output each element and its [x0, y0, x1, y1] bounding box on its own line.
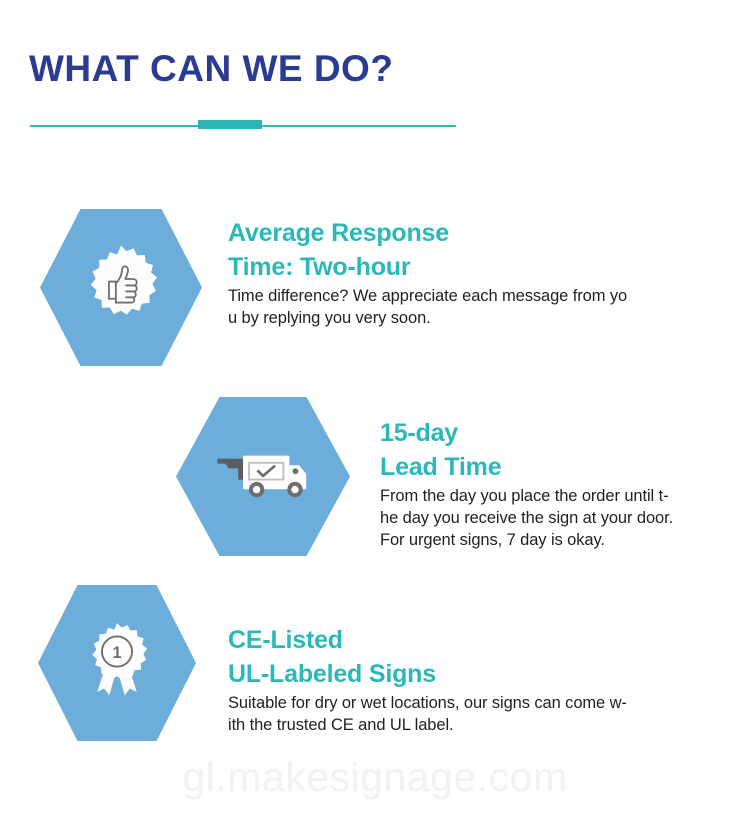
feature-text-1: Average Response Time: Two-hour Time dif… — [228, 216, 728, 330]
feature-text-3: CE-Listed UL-Labeled Signs Suitable for … — [228, 623, 738, 737]
feature-body-3-line1: Suitable for dry or wet locations, our s… — [228, 694, 627, 712]
page-title: WHAT CAN WE DO? — [29, 48, 394, 89]
feature-heading-3-line2: UL-Labeled Signs — [228, 660, 436, 688]
feature-heading-3-line1: CE-Listed — [228, 626, 343, 654]
title-divider-accent — [198, 120, 262, 129]
feature-body-1-line1: Time difference? We appreciate each mess… — [228, 287, 628, 305]
feature-hexagon-2 — [176, 397, 350, 556]
feature-hexagon-3: 1 — [38, 585, 196, 741]
site-watermark: gl.makesignage.com — [182, 754, 568, 800]
feature-body-2-line3: For urgent signs, 7 day is okay. — [380, 530, 605, 549]
feature-heading-2-line2: Lead Time — [380, 453, 502, 481]
feature-body-2-line2: he day you receive the sign at your door… — [380, 508, 674, 527]
feature-heading-1-line2: Time: Two-hour — [228, 253, 411, 281]
feature-body-3-line2: ith the trusted CE and UL label. — [228, 715, 454, 734]
feature-hexagon-1 — [40, 209, 202, 366]
award-ribbon-icon: 1 — [77, 618, 157, 709]
delivery-truck-icon — [211, 438, 315, 515]
svg-text:1: 1 — [112, 643, 121, 661]
feature-body-1-line2: u by replying you very soon. — [228, 308, 431, 327]
thumbs-up-badge-icon — [78, 242, 164, 333]
feature-text-2: 15-day Lead Time From the day you place … — [380, 416, 750, 552]
feature-heading-2-line1: 15-day — [380, 419, 459, 447]
feature-body-2-line1: From the day you place the order until t… — [380, 487, 669, 505]
feature-heading-1-line1: Average Response — [228, 219, 449, 247]
page-header: WHAT CAN WE DO? — [0, 0, 750, 150]
